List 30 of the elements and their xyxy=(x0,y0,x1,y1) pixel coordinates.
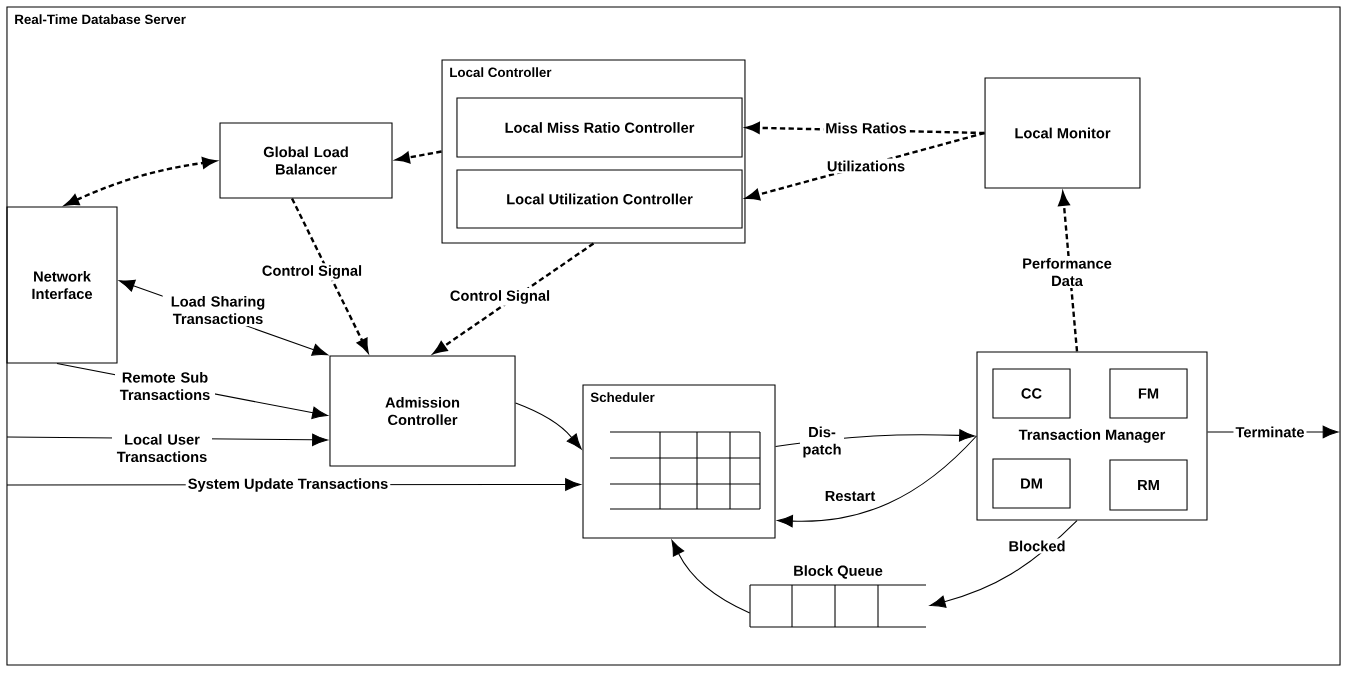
queue-heading: Block Queue xyxy=(794,565,883,579)
module-box: DM xyxy=(992,458,1071,509)
arrow xyxy=(671,539,751,614)
module-box: FM xyxy=(1109,368,1188,419)
edge-label: Terminate xyxy=(1233,424,1307,440)
process-box: Local Utilization Controller xyxy=(456,169,743,229)
process-box: Admission Controller xyxy=(329,355,516,467)
scheduler-box: Scheduler xyxy=(582,384,776,539)
edge-label: Performance Data xyxy=(1017,255,1117,289)
edge-label: Dis- patch xyxy=(800,424,844,460)
module-box: RM xyxy=(1109,459,1188,511)
process-box: Local Miss Ratio Controller xyxy=(456,97,743,158)
process-box: Network Interface xyxy=(6,206,118,364)
edge-label: Blocked xyxy=(1006,538,1068,554)
module-box: CC xyxy=(992,368,1071,419)
arrow xyxy=(929,520,1078,608)
edge-label: Local User Transactions xyxy=(112,431,212,465)
arrow xyxy=(515,402,582,450)
edge-label: Restart xyxy=(822,488,878,504)
edge-label: Load Sharing Transactions xyxy=(162,293,274,327)
arrow xyxy=(433,242,595,354)
process-box: Global Load Balancer xyxy=(219,122,393,199)
queue-drawing xyxy=(749,584,927,628)
process-box: Local Monitor xyxy=(984,77,1141,189)
arrow xyxy=(777,435,977,528)
edge-label: Control Signal xyxy=(447,288,553,306)
edge-label: Remote Sub Transactions xyxy=(115,369,215,403)
edge-label: System Update Transactions xyxy=(185,476,391,494)
arrow xyxy=(290,197,369,353)
edge-label: Control Signal xyxy=(259,263,365,281)
